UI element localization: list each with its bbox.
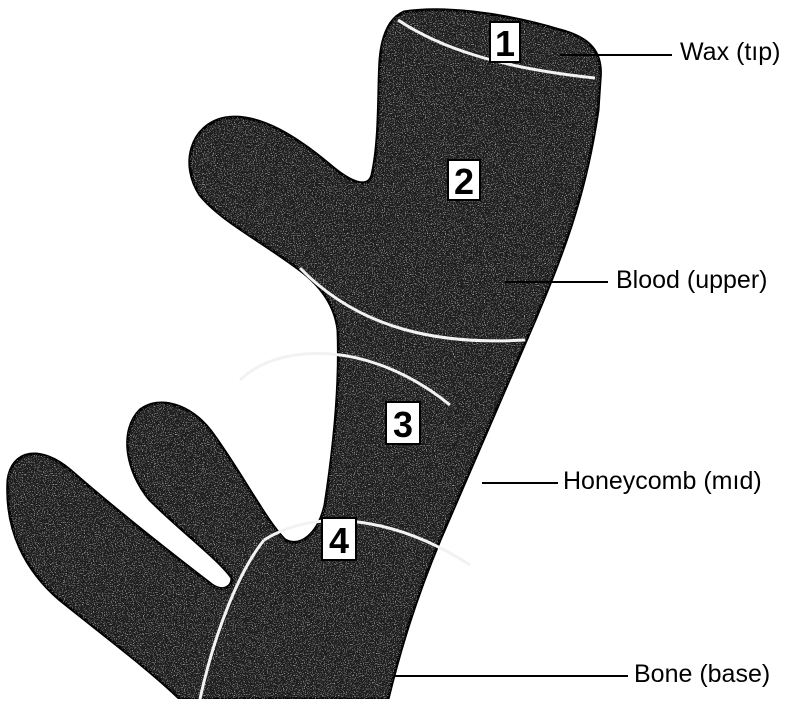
label-bone: Bone (base) [634, 662, 770, 687]
label-wax: Wax (tıp) [680, 40, 780, 65]
zone-number-2: 2 [454, 161, 474, 202]
label-honeycomb: Honeycomb (mıd) [563, 469, 762, 494]
zone-number-2-badge: 2 [448, 160, 480, 202]
zone-number-1-badge: 1 [490, 22, 520, 64]
zone-number-4: 4 [329, 520, 349, 561]
zone-number-4-badge: 4 [322, 518, 356, 561]
zone-number-3-badge: 3 [386, 402, 420, 445]
zone-number-3: 3 [393, 404, 413, 445]
label-blood: Blood (upper) [616, 268, 767, 293]
zone-number-1: 1 [495, 23, 515, 64]
